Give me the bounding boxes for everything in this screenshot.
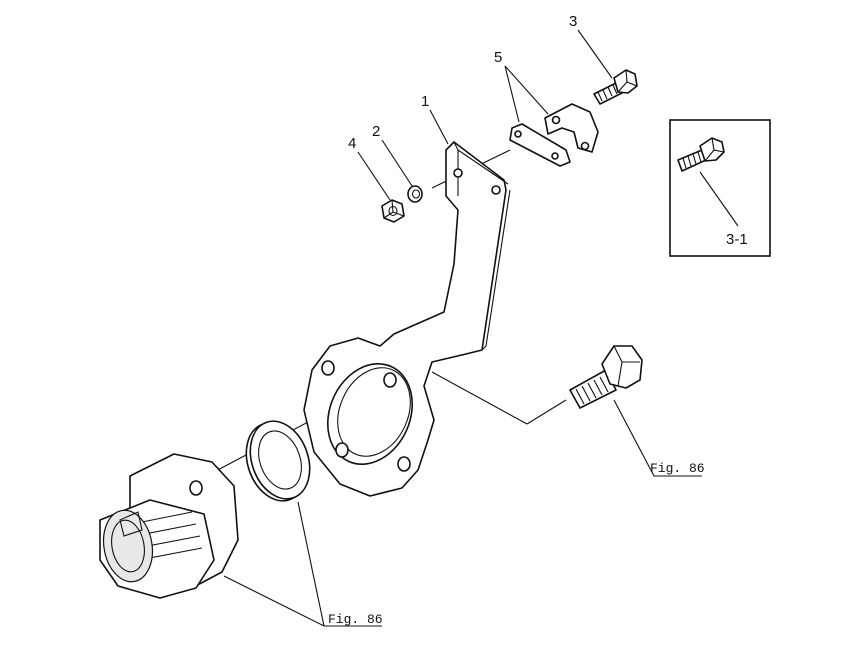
callout-3: 3: [569, 13, 577, 30]
inset-bolt-3-1: [677, 137, 725, 172]
leader-3: [577, 29, 613, 79]
callout-2: 2: [372, 123, 380, 140]
leader-fig86-upper: [613, 399, 702, 477]
collar-ring: [245, 420, 311, 502]
plate-item-5: [509, 123, 571, 167]
leader-1: [429, 109, 449, 145]
leader-fig86-lower-b: [297, 501, 325, 627]
clamp-item-5: [544, 103, 599, 153]
bolt-item-3: [593, 69, 638, 105]
inset-box-3-1: 3-1: [669, 119, 771, 257]
bracket-item-1: [303, 141, 511, 497]
callout-1: 1: [421, 93, 429, 110]
nut-item-4: [381, 199, 405, 223]
leader-3-1: [699, 171, 739, 227]
large-bolt: [569, 345, 643, 409]
leader-2: [381, 139, 413, 187]
housing-bushing: [99, 453, 239, 599]
leader-4: [357, 151, 391, 201]
fig-ref-upper: Fig. 86: [650, 461, 705, 476]
callout-5: 5: [494, 49, 502, 66]
fig-ref-lower: Fig. 86: [328, 612, 383, 627]
leader-5a: [504, 65, 520, 123]
callout-4: 4: [348, 135, 356, 152]
callout-3-1: 3-1: [726, 231, 748, 248]
leader-5b: [504, 65, 549, 115]
washer-item-2: [407, 185, 423, 203]
